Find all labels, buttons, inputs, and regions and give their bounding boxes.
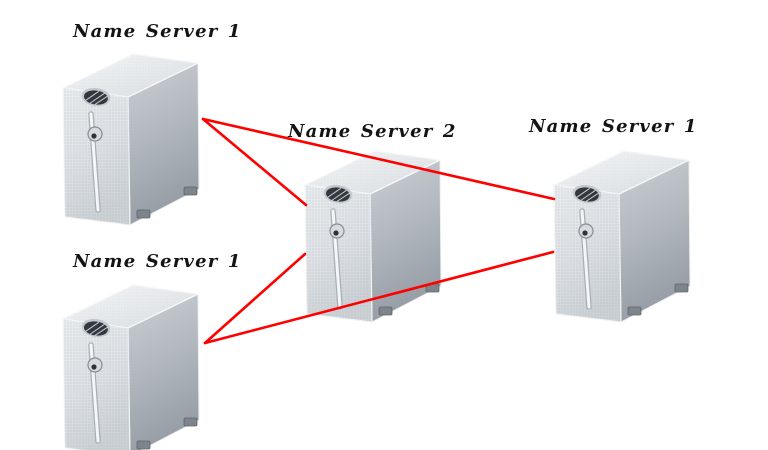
server-tower-icon <box>58 283 203 450</box>
server-icon-ns1-bottom-left <box>58 283 203 450</box>
label-ns1-bottom-left: Name Server 1 <box>73 251 242 272</box>
server-tower-icon <box>58 52 203 232</box>
label-ns2-middle: Name Server 2 <box>288 121 457 142</box>
label-ns1-top-left: Name Server 1 <box>73 21 242 42</box>
server-icon-ns1-top-left <box>58 52 203 232</box>
server-icon-ns1-right <box>549 149 694 329</box>
server-tower-icon <box>300 149 445 329</box>
server-tower-icon <box>549 149 694 329</box>
server-icon-ns2-middle <box>300 149 445 329</box>
label-ns1-right: Name Server 1 <box>529 116 698 137</box>
